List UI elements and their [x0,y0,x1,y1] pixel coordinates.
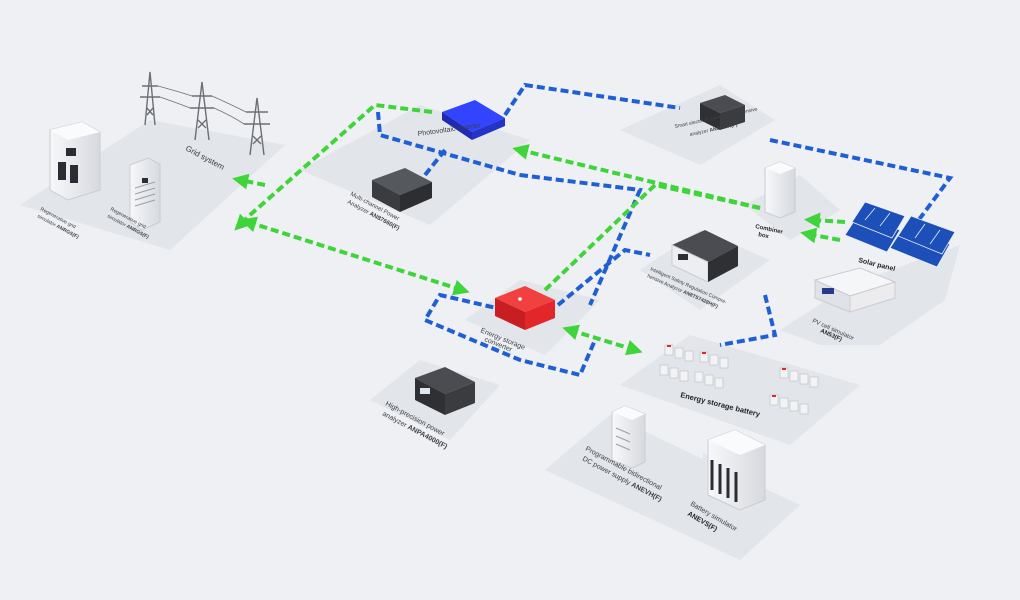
pv-inverter: Photovoltaic inverter [417,100,505,140]
combiner-box: Combiner box [755,161,796,240]
dc-link-inverter-multi [423,148,447,177]
dc-links [376,82,954,378]
platform-battery-sim [545,415,800,560]
platform-battery [620,335,860,445]
regen-grid-simulator-small: Regenerative grid simulator ANRGS(F) [106,157,161,241]
dc-link-safety-solar [769,138,954,227]
screen-icon [420,388,430,394]
dc-link-converter-loop [422,292,597,378]
screen-icon [822,288,834,294]
logo-icon [518,297,522,301]
dc-link-regulation-battery [719,294,778,347]
transmission-tower-icon [140,71,270,156]
ac-link-grid-arrow [232,173,266,190]
ac-link-combiner-inverter [512,144,761,210]
dc-link-inverter-left [376,111,521,177]
ac-link-solar-combiner-2 [800,227,841,244]
ac-link-converter-battery [562,324,643,356]
ac-link-grid-converter [240,216,470,296]
ac-link-solar-combiner-1 [804,212,846,229]
ac-links [232,102,846,356]
ac-link-converter-combiner [543,182,761,292]
multi-channel-power-analyzer: Multi-channel Power Analyzer AN87660(F) [346,168,432,232]
screen-icon [678,254,688,260]
dc-link-converter-regulation [556,247,651,307]
dc-link-inverter-safety [503,82,681,117]
regulation-analyzer: Intelligent Safety Regulation Compre- he… [646,230,738,310]
combiner-label-1: Combiner [755,224,784,236]
battery-icon [659,344,819,415]
solar-panel-icon [844,201,956,268]
solar-panel-array: Solar panel [844,201,956,273]
screen-icon [66,148,76,156]
combiner-label-2: box [758,232,770,240]
safety-label-2: analyzer AN9639H(F) [689,122,738,138]
